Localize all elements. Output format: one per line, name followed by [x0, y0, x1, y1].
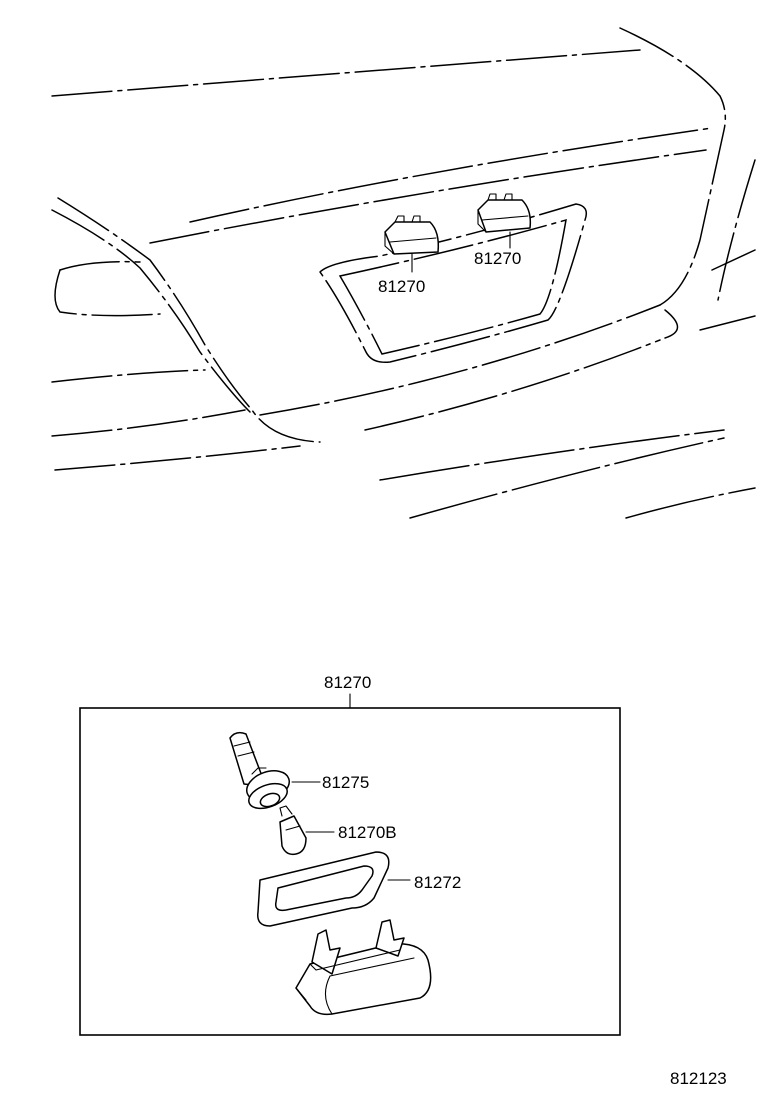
lamp-housing-part [295, 919, 432, 1016]
socket-part [229, 731, 290, 810]
lamp-left-on-car [384, 215, 440, 255]
bulb-part [279, 805, 307, 856]
label-lamp-right: 81270 [474, 249, 521, 268]
diagram-code: 812123 [670, 1069, 727, 1088]
label-socket: 81275 [322, 773, 369, 792]
car-rear-outline [51, 27, 756, 519]
assembly-box [79, 707, 621, 1036]
gasket-part [257, 851, 390, 927]
label-gasket: 81272 [414, 873, 461, 892]
label-lamp-left: 81270 [378, 277, 425, 296]
label-assembly: 81270 [324, 673, 371, 692]
lamp-right-on-car [477, 193, 532, 233]
label-bulb: 81270B [338, 823, 397, 842]
